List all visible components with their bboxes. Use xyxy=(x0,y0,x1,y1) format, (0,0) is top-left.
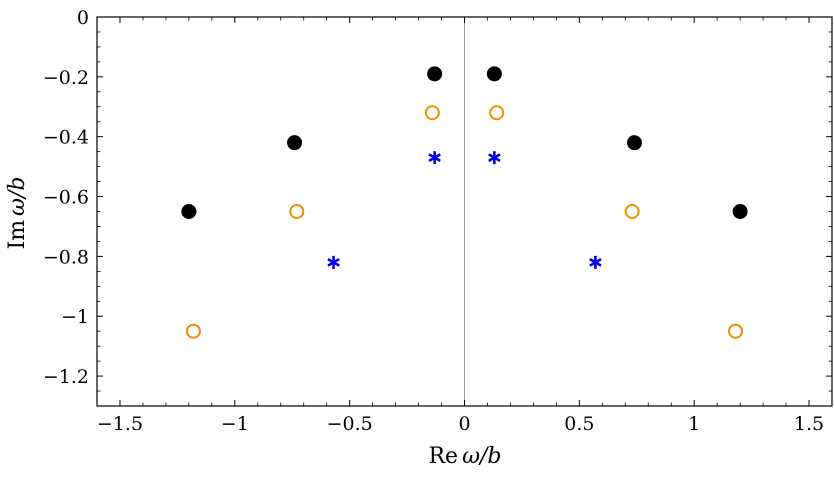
y-axis-label-op: Im xyxy=(5,220,30,250)
tick-labels: −1.5 −1 −0.5 0 0.5 1 1.5 0 −0.2 −0.4 −0.6 −0.8 −1 −1.… xyxy=(43,7,824,435)
x-tick-label: −1.5 xyxy=(97,413,143,435)
asterisk-point xyxy=(589,255,602,269)
filled-circle-point xyxy=(287,135,303,151)
open-circle-point xyxy=(185,323,201,339)
y-tick-label: −0.2 xyxy=(43,67,89,89)
x-axis-label-op: Re xyxy=(428,444,458,469)
open-circle-point xyxy=(289,204,305,219)
asterisk-point xyxy=(488,151,501,165)
x-tick-label: 0.5 xyxy=(564,413,594,435)
x-axis-label-var: ω/b xyxy=(462,444,501,469)
x-tick-label: 1 xyxy=(688,413,700,435)
y-tick-label: −0.4 xyxy=(43,127,89,149)
open-circle-point xyxy=(728,323,744,339)
open-circle-point xyxy=(489,105,505,121)
open-circle-point xyxy=(424,105,440,121)
y-tick-label: −0.6 xyxy=(43,187,89,209)
filled-circle-point xyxy=(486,66,502,82)
filled-circle-point xyxy=(732,204,748,219)
axis-ticks xyxy=(96,16,833,407)
filled-circle-point xyxy=(427,66,443,82)
x-tick-label: −0.5 xyxy=(327,413,373,435)
y-tick-label: −1.2 xyxy=(43,366,89,388)
filled-circle-point xyxy=(181,204,197,219)
y-axis-label: Im ω/b xyxy=(5,177,30,250)
y-axis-label-var: ω/b xyxy=(5,177,30,216)
open-circle-point xyxy=(624,204,640,219)
x-tick-label: 0 xyxy=(458,413,470,435)
x-tick-label: 1.5 xyxy=(794,413,824,435)
x-tick-label: −1 xyxy=(221,413,249,435)
asterisk-point xyxy=(327,255,340,269)
y-tick-label: −0.8 xyxy=(43,246,89,268)
asterisk-point xyxy=(428,151,441,165)
data-points xyxy=(181,66,748,339)
y-tick-label: 0 xyxy=(77,7,89,29)
y-tick-label: −1 xyxy=(61,306,89,328)
filled-circle-point xyxy=(626,135,642,151)
